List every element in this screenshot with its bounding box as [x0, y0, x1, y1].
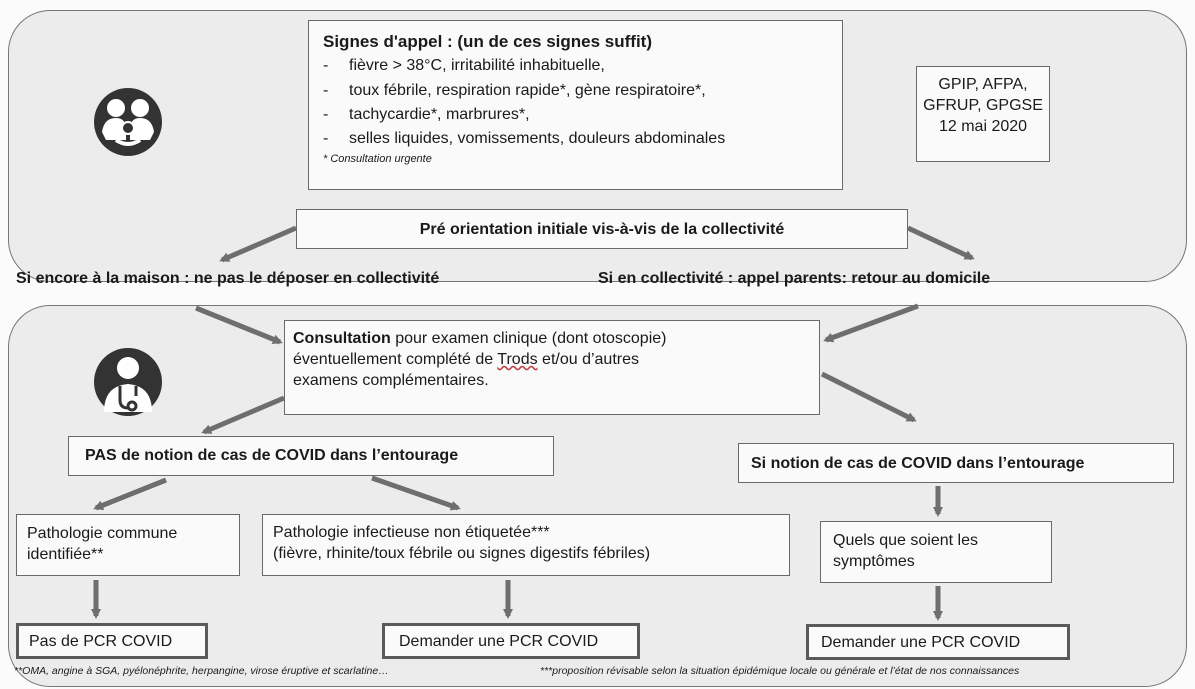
commune-line: identifiée** — [27, 546, 104, 564]
source-box: GPIP, AFPA, GFRUP, GPGSE 12 mai 2020 — [916, 66, 1050, 162]
pas-pcr-box: Pas de PCR COVID — [16, 623, 208, 659]
consult-text: éventuellement complété de — [293, 351, 498, 369]
branch-collectivite: Si en collectivité : appel parents: reto… — [598, 270, 991, 287]
signe-item: toux fébrile, respiration rapide*, gène … — [323, 80, 830, 101]
infect-line: Pathologie infectieuse non étiquetée*** — [273, 524, 550, 541]
arrow-consult-to-si — [820, 371, 917, 423]
consult-text: pour examen clinique (dont otoscopie) — [390, 330, 667, 347]
source-date: 12 mai 2020 — [938, 118, 1028, 136]
footnote-2: ***proposition révisable selon la situat… — [540, 665, 1020, 677]
pathologie-commune-box: Pathologie commune identifiée** — [16, 514, 240, 576]
arrow-to-collectivite — [906, 225, 975, 261]
signe-item: fièvre > 38°C, irritabilité inhabituelle… — [323, 55, 830, 76]
footnote-1: **OMA, angine à SGA, pyélonéphrite, herp… — [14, 665, 389, 677]
consult-line-1: Consultation pour examen clinique (dont … — [293, 328, 811, 349]
infect-line: (fièvre, rhinite/toux fébrile ou signes … — [273, 545, 651, 563]
arrow-pas-to-infect — [371, 475, 461, 511]
arrow-consult-to-pas — [201, 395, 285, 435]
branch-maison: Si encore à la maison : ne pas le dépose… — [16, 270, 440, 287]
pas-covid-box: PAS de notion de cas de COVID dans l’ent… — [68, 436, 554, 476]
arrow-pas-to-commune — [93, 477, 167, 511]
quels-line: Quels que soient les — [833, 532, 978, 549]
consult-text: et/ou d’autres — [537, 351, 639, 369]
signes-list: fièvre > 38°C, irritabilité inhabituelle… — [323, 55, 830, 149]
trods-word: Trods — [497, 351, 538, 369]
doctor-icon — [94, 348, 162, 416]
quels-line: symptômes — [833, 553, 915, 571]
preorientation-box: Pré orientation initiale vis-à-vis de la… — [296, 209, 908, 249]
consult-bold: Consultation — [293, 330, 391, 347]
si-covid-box: Si notion de cas de COVID dans l’entoura… — [738, 443, 1174, 483]
arrow-to-maison — [219, 225, 297, 263]
signe-item: selles liquides, vomissements, douleurs … — [323, 128, 830, 149]
source-line: GFRUP, GPGSE — [923, 97, 1043, 115]
quels-symptomes-box: Quels que soient les symptômes — [820, 521, 1052, 583]
signe-item: tachycardie*, marbrures*, — [323, 104, 830, 125]
consult-line-2: éventuellement complété de Trods et/ou d… — [293, 349, 811, 370]
pathologie-infectieuse-box: Pathologie infectieuse non étiquetée*** … — [262, 514, 790, 576]
demander-pcr-box-2: Demander une PCR COVID — [806, 624, 1070, 660]
consultation-box: Consultation pour examen clinique (dont … — [284, 320, 820, 415]
signes-title: Signes d'appel : (un de ces signes suffi… — [323, 32, 652, 51]
consult-line-3: examens complémentaires. — [293, 372, 489, 390]
source-line: GPIP, AFPA, — [938, 76, 1028, 93]
signes-appel-box: Signes d'appel : (un de ces signes suffi… — [308, 20, 843, 190]
family-icon — [94, 88, 162, 156]
demander-pcr-box: Demander une PCR COVID — [382, 623, 640, 659]
commune-line: Pathologie commune — [27, 525, 178, 542]
arrow-maison-to-consult — [195, 305, 283, 345]
arrow-collectivite-to-consult — [823, 303, 919, 343]
urgent-note: * Consultation urgente — [323, 152, 432, 165]
